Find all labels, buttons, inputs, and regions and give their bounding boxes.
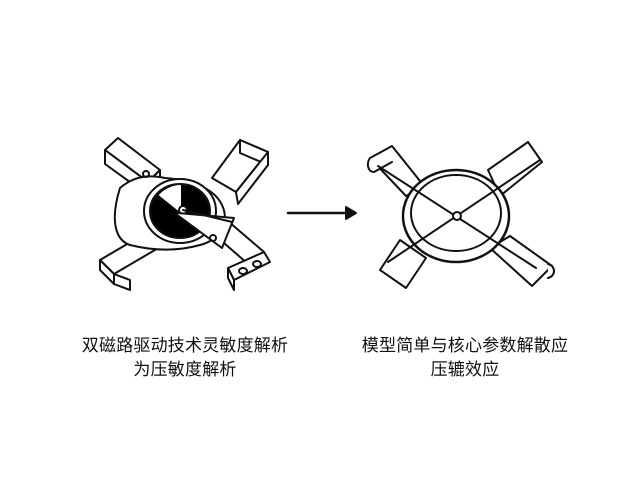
mount-hole-icon (238, 267, 248, 275)
inner-ring (410, 174, 502, 252)
pointer-hole-icon (209, 234, 217, 242)
core-highlight (159, 185, 181, 212)
mount-hole-icon (252, 260, 262, 268)
right-caption-line1: 模型简单与核心参数解散应 (361, 336, 569, 356)
body-hole-icon (142, 170, 150, 178)
right-caption: 模型简单与核心参数解散应 压辘效应 (340, 334, 590, 382)
pointer-axis (182, 209, 233, 223)
cross-line-b (387, 159, 541, 263)
right-blade-bottom-left (379, 239, 427, 289)
right-device (366, 141, 555, 289)
transition-arrow (286, 206, 357, 220)
left-caption-line1: 双磁路驱动技术灵敏度解析 (81, 336, 289, 356)
left-caption-line2: 为压敏度解析 (133, 360, 237, 380)
left-device (99, 137, 271, 291)
center-node (452, 211, 462, 221)
left-caption: 双磁路驱动技术灵敏度解析 为压敏度解析 (60, 334, 310, 382)
right-caption-line2: 压辘效应 (430, 360, 500, 380)
left-arm-top-right (211, 139, 269, 205)
pointer-needle (175, 212, 235, 249)
